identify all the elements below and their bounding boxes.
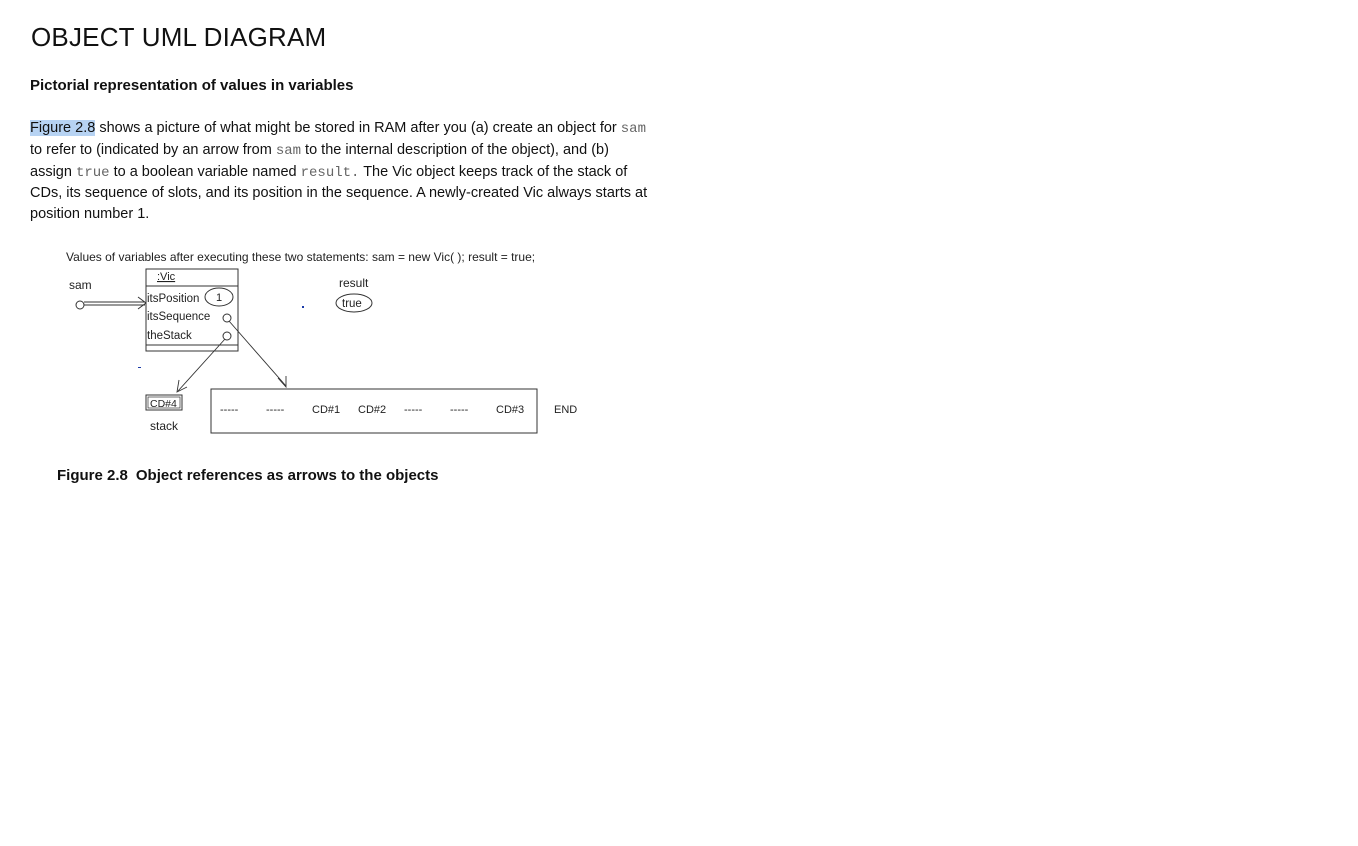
variable-sam-label: sam <box>69 278 92 292</box>
code-result: result. <box>300 164 360 181</box>
stack-item-box <box>145 394 183 411</box>
paragraph-text-1: shows a picture of what might be stored … <box>95 120 621 136</box>
code-sam-1: sam <box>620 121 646 137</box>
slot-1: ----- <box>220 404 239 416</box>
stray-dot-1 <box>302 306 304 308</box>
vic-object-box <box>145 268 239 352</box>
slot-5: ----- <box>404 404 423 416</box>
figure-reference-highlight: Figure 2.8 <box>30 120 96 136</box>
position-value-oval <box>204 287 234 307</box>
variable-sam-dot <box>75 300 85 310</box>
paragraph-text-5: The Vic object keeps track of the stack … <box>30 163 648 223</box>
result-value-oval <box>335 293 373 313</box>
caption-label: Figure 2.8 <box>57 467 128 484</box>
body-paragraph: Figure 2.8 shows a picture of what might… <box>30 118 650 225</box>
slot-7: CD#3 <box>496 404 524 416</box>
code-sam-2: sam <box>275 142 302 159</box>
section-subtitle: Pictorial representation of values in va… <box>30 77 354 94</box>
paragraph-text-4: to a boolean variable named <box>109 163 301 180</box>
field-the-stack: theStack <box>147 330 192 342</box>
stray-dot-2 <box>138 367 141 368</box>
code-true: true <box>75 164 110 181</box>
slot-4: CD#2 <box>358 404 386 416</box>
vic-object-title: :Vic <box>157 271 176 283</box>
slot-3: CD#1 <box>312 404 340 416</box>
stack-reference-arrow <box>177 338 226 392</box>
caption-text: Object references as arrows to the objec… <box>135 467 439 484</box>
result-value: true <box>342 298 362 310</box>
its-sequence-ref-dot <box>222 313 232 323</box>
stack-item-inner-box <box>147 396 181 409</box>
position-value: 1 <box>216 292 222 304</box>
diagram-header: Values of variables after executing thes… <box>66 250 535 264</box>
sequence-arrowhead <box>277 376 287 389</box>
stack-arrowhead <box>176 379 188 393</box>
result-label: result <box>339 276 369 290</box>
figure-caption: Figure 2.8 Object references as arrows to… <box>57 467 438 484</box>
the-stack-ref-dot <box>222 331 232 341</box>
page-title: OBJECT UML DIAGRAM <box>31 22 327 52</box>
slot-2: ----- <box>266 404 285 416</box>
field-its-sequence: itsSequence <box>147 311 210 323</box>
paragraph-text-2: to refer to (indicated by an arrow from <box>30 141 276 158</box>
stack-item: CD#4 <box>150 398 177 410</box>
slot-6: ----- <box>450 404 469 416</box>
stack-label: stack <box>150 419 179 433</box>
end-label: END <box>554 404 577 416</box>
field-its-position: itsPosition <box>147 293 199 305</box>
sequence-box <box>210 388 538 434</box>
sam-arrowhead <box>137 296 147 310</box>
sequence-reference-arrow <box>228 320 287 387</box>
paragraph-text-3: to the internal description of the objec… <box>30 141 609 180</box>
